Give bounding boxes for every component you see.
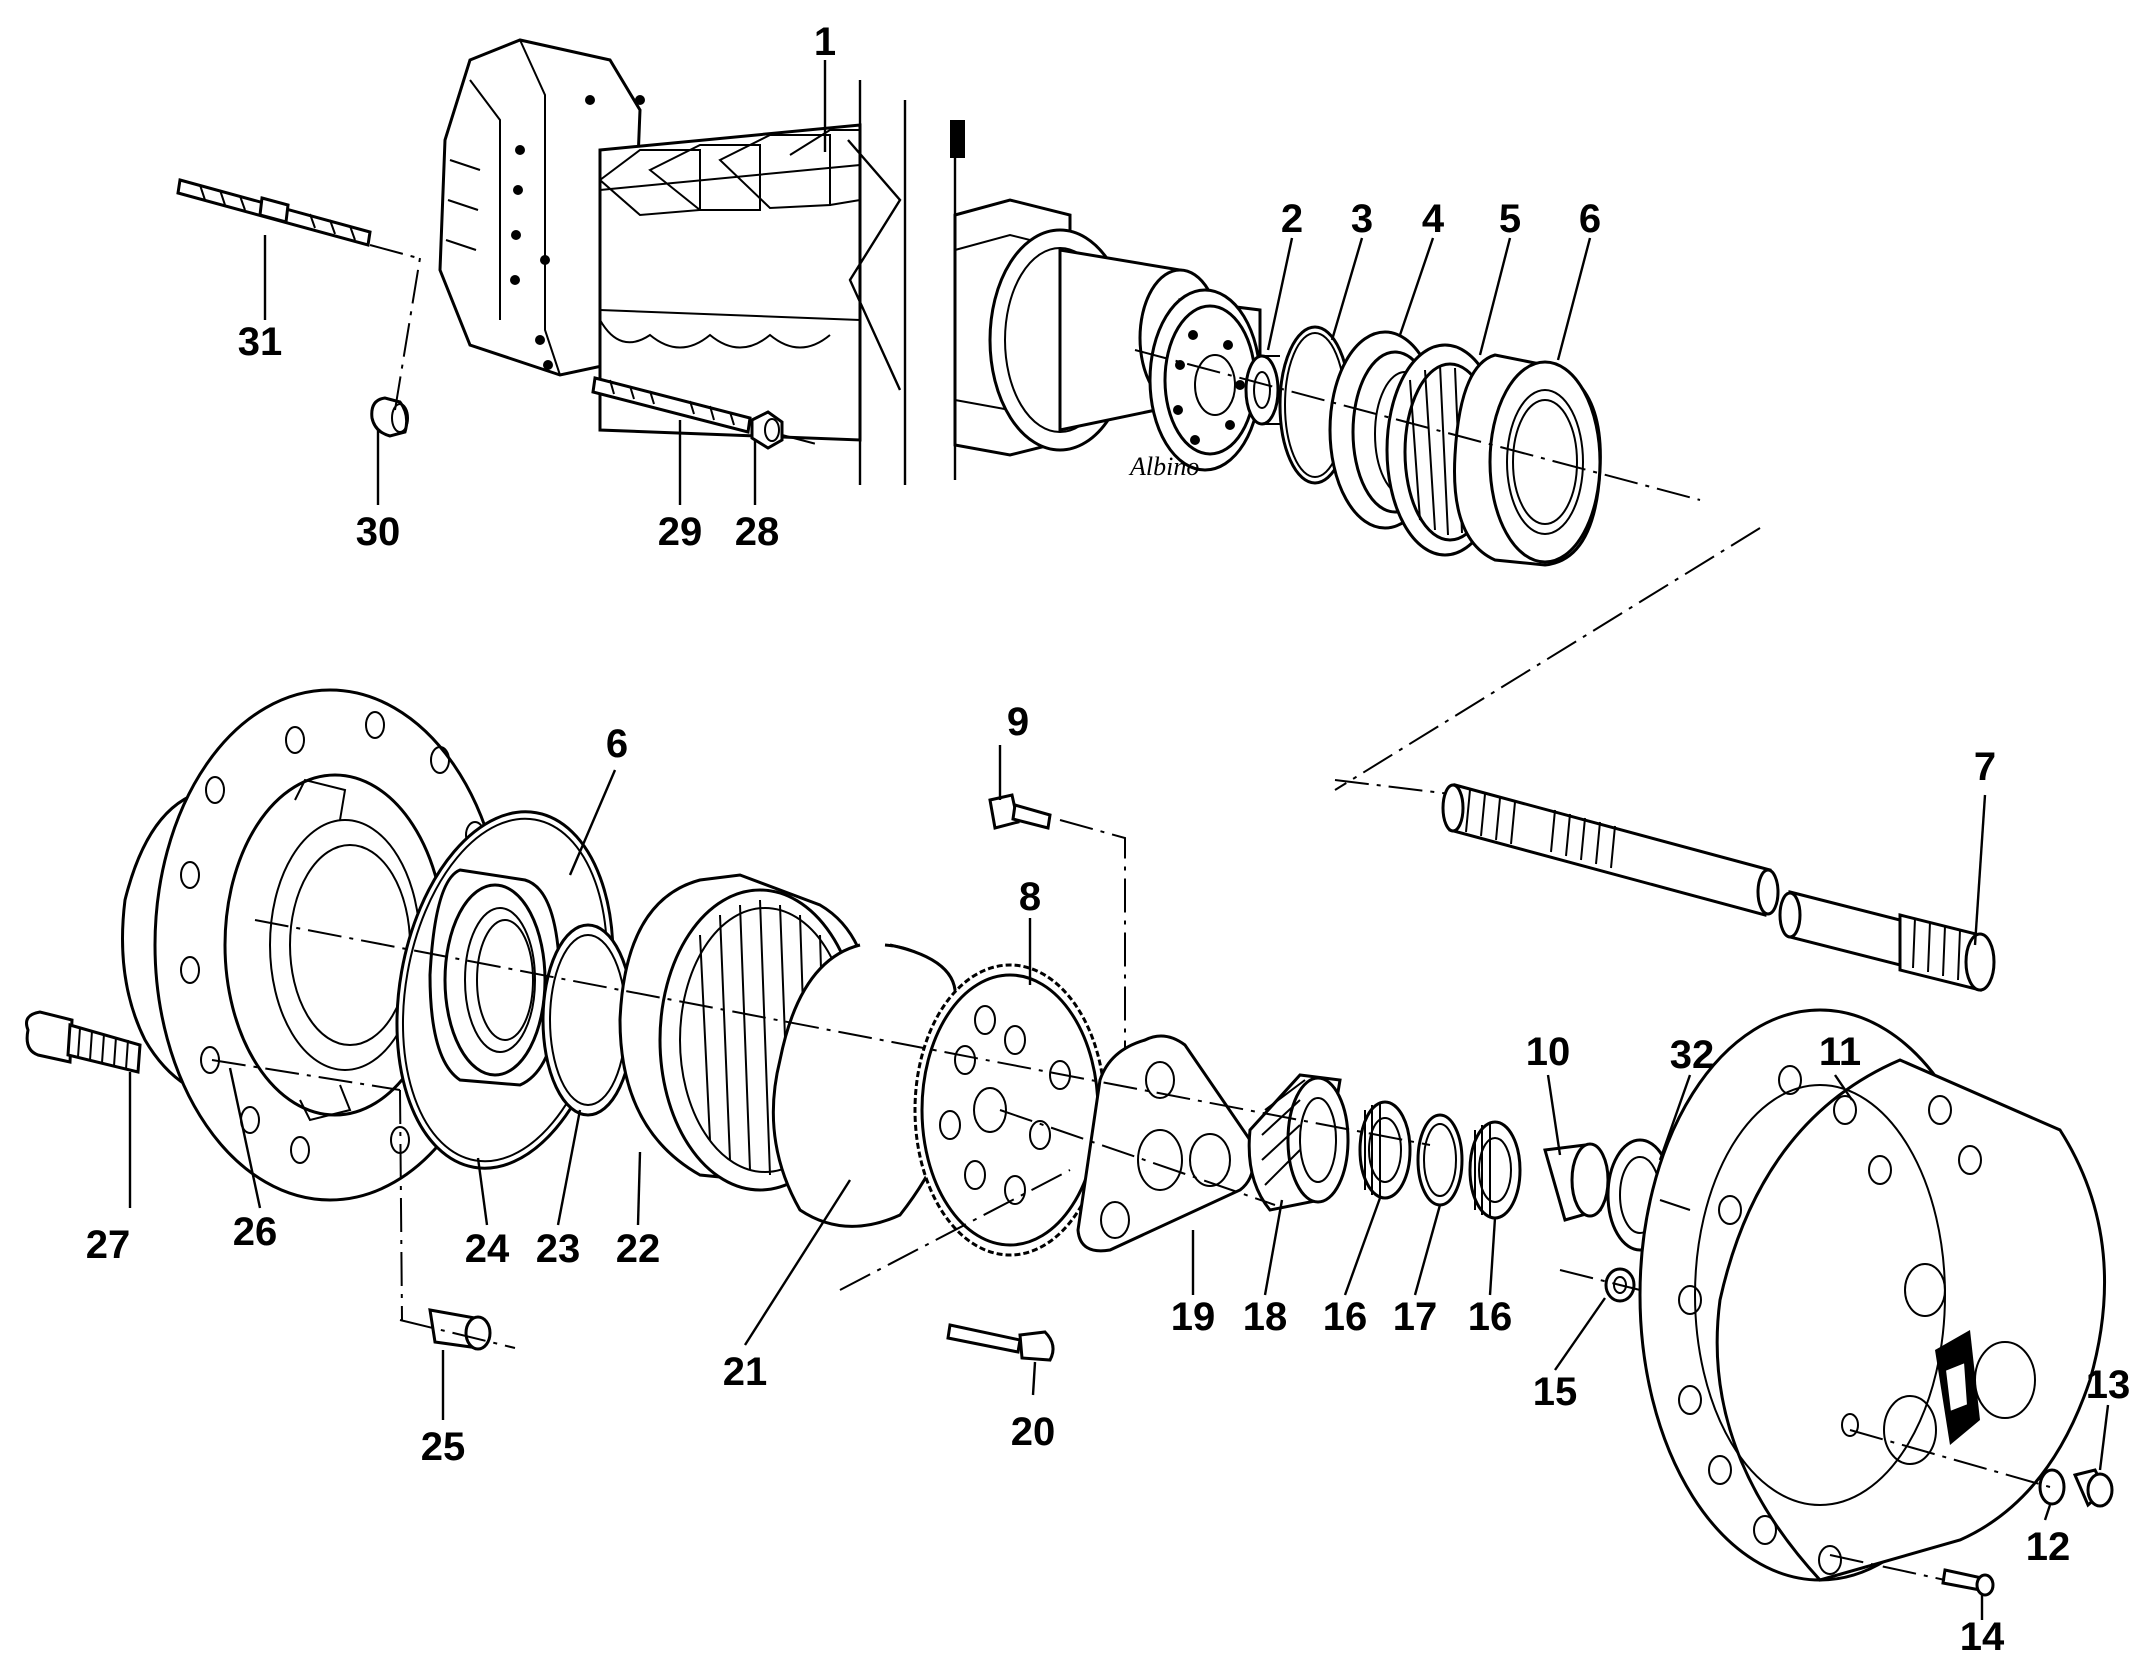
callout-5: 5 bbox=[1499, 197, 1521, 241]
nut-28 bbox=[750, 410, 784, 450]
callout-7: 7 bbox=[1974, 745, 1996, 789]
washer-12 bbox=[2038, 1468, 2066, 1506]
stud-31 bbox=[176, 178, 372, 247]
callout-labels: 1 2 3 4 5 6 6 7 8 9 10 11 12 13 14 15 16… bbox=[86, 20, 2131, 1659]
planet-gear-8 bbox=[913, 963, 1107, 1257]
callout-11: 11 bbox=[1819, 1030, 1861, 1074]
callout-17: 17 bbox=[1393, 1295, 1438, 1339]
callout-31: 31 bbox=[238, 320, 283, 364]
plug-13 bbox=[2072, 1468, 2114, 1508]
callout-9: 9 bbox=[1007, 700, 1029, 744]
carrier-plate-19 bbox=[1076, 1034, 1255, 1253]
sleeve-10 bbox=[1543, 1142, 1610, 1222]
axle-housing-1: Albino bbox=[438, 38, 1262, 485]
callout-18: 18 bbox=[1243, 1295, 1288, 1339]
nut-30 bbox=[370, 396, 409, 438]
callout-30: 30 bbox=[356, 510, 401, 554]
callout-6-top: 6 bbox=[1579, 197, 1601, 241]
signature: Albino bbox=[1128, 452, 1199, 481]
callout-20: 20 bbox=[1011, 1410, 1056, 1454]
stud-29 bbox=[591, 376, 752, 434]
callout-10: 10 bbox=[1526, 1030, 1571, 1074]
callout-16a: 16 bbox=[1323, 1295, 1368, 1339]
callout-15: 15 bbox=[1533, 1370, 1578, 1414]
callout-12: 12 bbox=[2026, 1525, 2071, 1569]
callout-4: 4 bbox=[1422, 197, 1445, 241]
callout-6-bottom: 6 bbox=[606, 722, 628, 766]
callout-19: 19 bbox=[1171, 1295, 1216, 1339]
callout-28: 28 bbox=[735, 510, 780, 554]
callout-3: 3 bbox=[1351, 197, 1373, 241]
callout-32: 32 bbox=[1670, 1033, 1715, 1077]
pinion-gear-18 bbox=[1247, 1073, 1350, 1212]
seal-6-top bbox=[1453, 353, 1602, 567]
callout-21: 21 bbox=[723, 1350, 768, 1394]
needle-bearing-16b bbox=[1468, 1120, 1522, 1220]
callout-25: 25 bbox=[421, 1425, 466, 1469]
hub-cover-11 bbox=[1638, 1008, 2107, 1582]
wheel-stud-27 bbox=[25, 1010, 142, 1074]
callout-14: 14 bbox=[1960, 1615, 2005, 1659]
axle-shaft-7 bbox=[1441, 783, 1996, 992]
callout-2: 2 bbox=[1281, 197, 1303, 241]
callout-26: 26 bbox=[233, 1210, 278, 1254]
callout-16b: 16 bbox=[1468, 1295, 1513, 1339]
callout-8: 8 bbox=[1019, 875, 1041, 919]
seal-6-bottom bbox=[428, 868, 562, 1087]
screw-14 bbox=[1941, 1568, 1995, 1597]
callout-27: 27 bbox=[86, 1223, 131, 1267]
bolt-20 bbox=[946, 1323, 1055, 1362]
needle-bearing-16a bbox=[1358, 1100, 1412, 1200]
callout-1: 1 bbox=[814, 20, 836, 64]
callout-13: 13 bbox=[2086, 1363, 2131, 1407]
callout-24: 24 bbox=[465, 1227, 510, 1271]
bearing-2 bbox=[1244, 354, 1280, 426]
callout-29: 29 bbox=[658, 510, 703, 554]
callout-23: 23 bbox=[536, 1227, 581, 1271]
callout-22: 22 bbox=[616, 1227, 661, 1271]
bolt-9 bbox=[988, 793, 1052, 830]
